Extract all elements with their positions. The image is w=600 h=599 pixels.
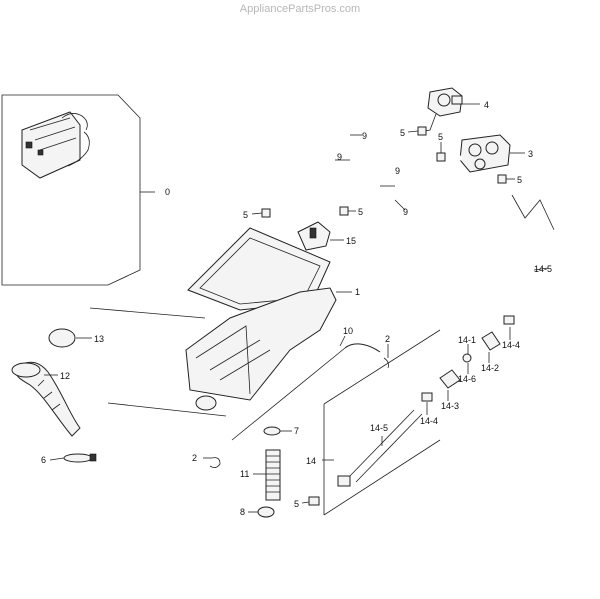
- part-2-clips[interactable]: [203, 344, 389, 468]
- label-14-4b: 14-4: [420, 416, 438, 426]
- watermark-text: AppliancePartsPros.com: [239, 3, 361, 15]
- label-9c: 9: [395, 166, 400, 176]
- part-10-pipe[interactable]: [231, 335, 381, 441]
- label-14-1: 14-1: [458, 335, 476, 345]
- label-5e: 5: [358, 207, 363, 217]
- label-14-4a: 14-4: [502, 340, 520, 350]
- grouping-lines: [89, 194, 556, 516]
- label-5f: 5: [294, 499, 299, 509]
- label-5a: 5: [400, 128, 405, 138]
- label-2a: 2: [385, 334, 390, 344]
- label-11: 11: [240, 469, 249, 479]
- label-5c: 5: [517, 175, 522, 185]
- label-1: 1: [355, 287, 360, 297]
- part-12-bellows-hose[interactable]: [11, 361, 81, 437]
- label-14-3: 14-3: [441, 401, 459, 411]
- label-15: 15: [346, 236, 356, 246]
- label-9a: 9: [362, 131, 367, 141]
- label-3: 3: [528, 149, 533, 159]
- part-1-dispenser-housing[interactable]: [185, 227, 352, 411]
- label-8: 8: [240, 507, 245, 517]
- label-7: 7: [294, 426, 299, 436]
- part-6-clip[interactable]: [49, 453, 97, 463]
- label-4: 4: [484, 100, 489, 110]
- label-2b: 2: [192, 453, 197, 463]
- label-5d: 5: [243, 210, 248, 220]
- part-4-valve[interactable]: [419, 87, 480, 133]
- label-9b: 9: [337, 152, 342, 162]
- part-0-assembly[interactable]: [1, 94, 155, 286]
- label-9d: 9: [403, 207, 408, 217]
- label-13: 13: [94, 334, 104, 344]
- part-5-clamps[interactable]: [251, 126, 515, 506]
- part-8-clamp[interactable]: [248, 506, 275, 518]
- label-14-2: 14-2: [481, 363, 499, 373]
- part-7-clamp[interactable]: [263, 426, 292, 436]
- part-11-drain-hose[interactable]: [253, 449, 281, 501]
- label-14-5b: 14-5: [370, 423, 388, 433]
- part-3-water-valve[interactable]: [459, 134, 525, 173]
- label-0: 0: [165, 187, 170, 197]
- part-9-hoses[interactable]: [255, 134, 463, 231]
- label-10: 10: [343, 326, 353, 336]
- label-6: 6: [41, 455, 46, 465]
- label-14: 14: [306, 456, 316, 466]
- label-5b: 5: [438, 132, 443, 142]
- part-14-hose-assembly[interactable]: [322, 229, 566, 487]
- label-14-5a: 14-5: [534, 264, 552, 274]
- part-15-connector[interactable]: [297, 221, 344, 251]
- label-14-6: 14-6: [458, 374, 476, 384]
- part-13-ring[interactable]: [48, 328, 92, 348]
- label-12: 12: [60, 371, 70, 381]
